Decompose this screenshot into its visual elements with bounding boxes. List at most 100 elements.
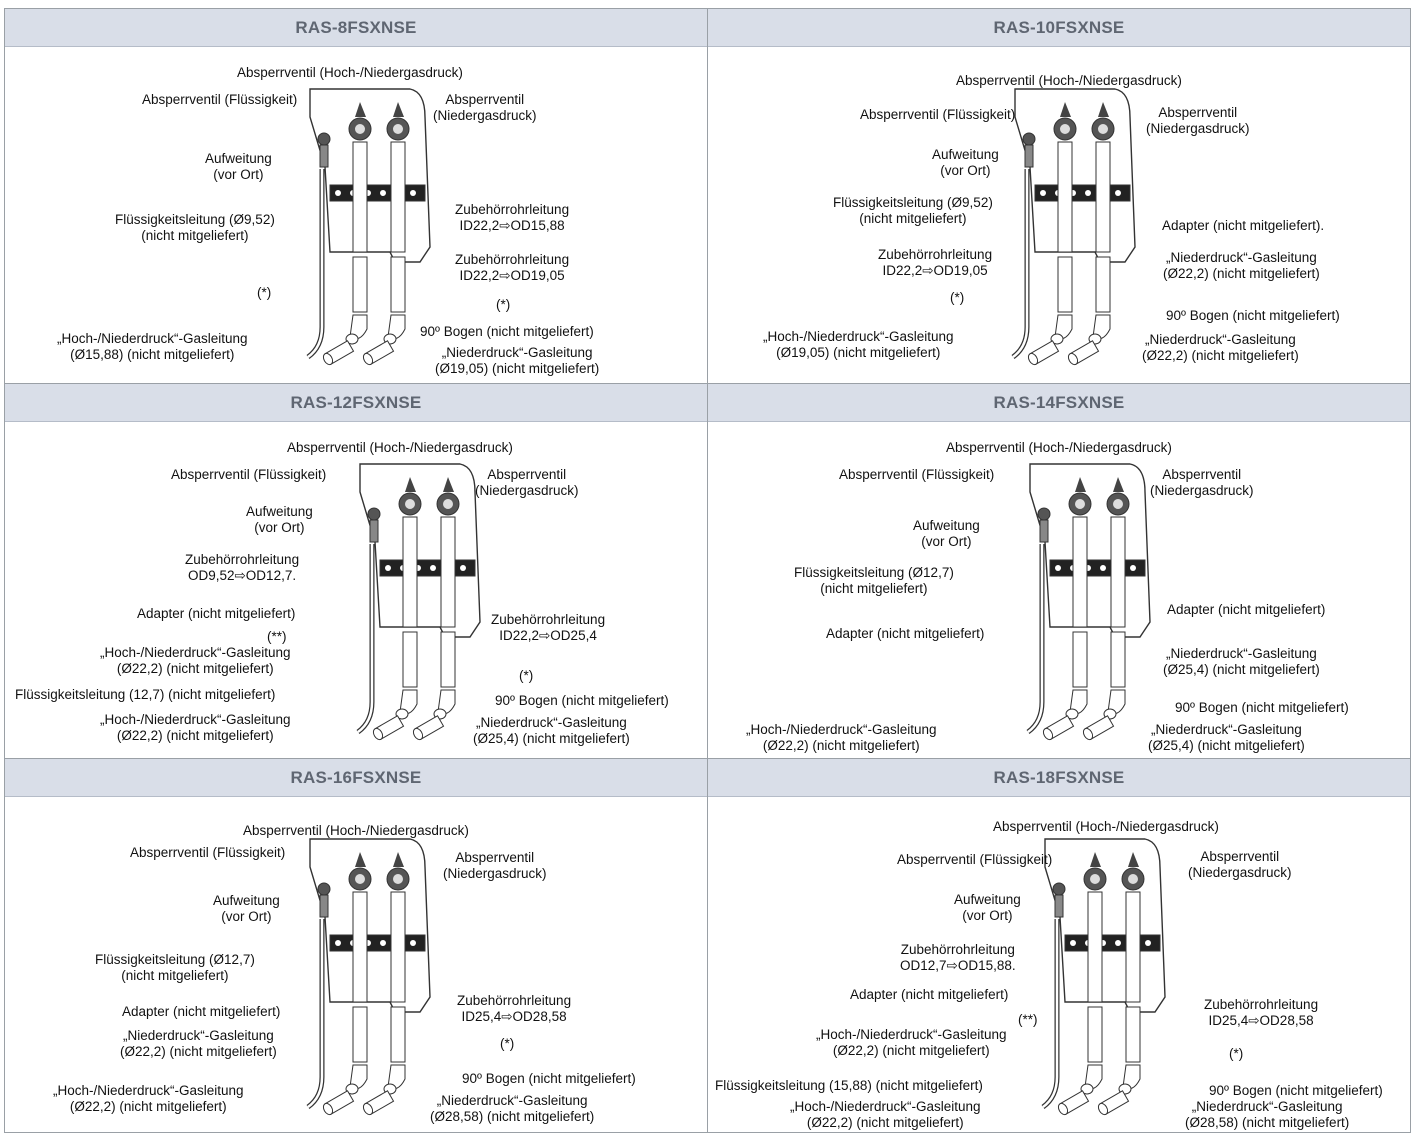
callout-label-star1: (*) (500, 1036, 515, 1051)
callout-label-valve-liq: Absperrventil (Flüssigkeit) (897, 852, 1053, 867)
callout-label-acc1: Zubehörrohrleitung ID22,2⇨OD15,88 (455, 202, 570, 233)
callout-label-liq-line: Flüssigkeitsleitung (Ø12,7) (nicht mitge… (95, 952, 255, 983)
callout-label-flare: Aufweitung (vor Ort) (932, 147, 999, 178)
callout-label-valve-lo: Absperrventil (Niedergasdruck) (1150, 467, 1254, 498)
callout-label-star2: (**) (267, 629, 287, 644)
panel-diagram: Absperrventil (Hoch-/Niedergasdruck) Absp… (708, 422, 1410, 758)
panel-diagram: Absperrventil (Hoch-/Niedergasdruck) Absp… (5, 422, 707, 758)
callout-label-acc1: Zubehörrohrleitung ID22,2⇨OD19,05 (878, 247, 993, 278)
callout-label-acc2: Zubehörrohrleitung ID22,2⇨OD19,05 (455, 252, 570, 283)
callout-label-star2: (**) (1018, 1012, 1038, 1027)
callout-label-valve-lo: Absperrventil (Niedergasdruck) (1188, 849, 1292, 880)
panel-title: RAS-16FSXNSE (5, 759, 707, 797)
panel-title: RAS-12FSXNSE (5, 384, 707, 422)
callout-label-lo-gas-top: „Niederdruck“-Gasleitung (Ø25,4) (nicht … (1163, 646, 1320, 677)
callout-label-acc-liq: Zubehörrohrleitung OD12,7⇨OD15,88. (900, 942, 1016, 973)
callout-label-lo-gas: „Niederdruck“-Gasleitung (Ø22,2) (nicht … (1142, 332, 1299, 363)
callout-label-valve-liq: Absperrventil (Flüssigkeit) (130, 845, 286, 860)
callout-label-valve-liq: Absperrventil (Flüssigkeit) (839, 467, 995, 482)
callout-label-valve-liq: Absperrventil (Flüssigkeit) (860, 107, 1016, 122)
callout-label-valve-hl: Absperrventil (Hoch-/Niedergasdruck) (993, 819, 1219, 834)
callout-label-acc-liq: Zubehörrohrleitung OD9,52⇨OD12,7. (185, 552, 300, 583)
panel-diagram: Absperrventil (Hoch-/Niedergasdruck) Absp… (5, 47, 707, 383)
panel-diagram: Absperrventil (Hoch-/Niedergasdruck) Absp… (708, 47, 1410, 383)
callout-label-flare: Aufweitung (vor Ort) (913, 518, 980, 549)
callout-label-acc1: Zubehörrohrleitung ID25,4⇨OD28,58 (457, 993, 572, 1024)
callout-label-lo-gas: „Niederdruck“-Gasleitung (Ø25,4) (nicht … (473, 715, 630, 746)
callout-label-hl-gas: „Hoch-/Niederdruck“-Gasleitung (Ø19,05) … (763, 329, 954, 360)
callout-label-flare: Aufweitung (vor Ort) (954, 892, 1021, 923)
callout-label-liq-line: Flüssigkeitsleitung (12,7) (nicht mitgel… (15, 687, 276, 702)
callout-label-valve-hl: Absperrventil (Hoch-/Niedergasdruck) (956, 73, 1182, 88)
callout-label-elbow: 90º Bogen (nicht mitgeliefert) (420, 324, 594, 339)
callout-label-elbow: 90º Bogen (nicht mitgeliefert) (1175, 700, 1349, 715)
callout-label-star1: (*) (950, 290, 965, 305)
callout-label-valve-lo: Absperrventil (Niedergasdruck) (433, 92, 537, 123)
callout-label-star2: (*) (496, 297, 511, 312)
outdoor-unit-piping-drawing (1041, 838, 1166, 1116)
callout-label-valve-lo: Absperrventil (Niedergasdruck) (1146, 105, 1250, 136)
callout-label-elbow: 90º Bogen (nicht mitgeliefert) (495, 693, 669, 708)
callout-label-lo-gas: „Niederdruck“-Gasleitung (Ø28,58) (nicht… (1185, 1099, 1350, 1130)
panel-diagram: Absperrventil (Hoch-/Niedergasdruck) Absp… (5, 797, 707, 1133)
callout-label-adapter: Adapter (nicht mitgeliefert) (850, 987, 1009, 1002)
callout-label-liq-line: Flüssigkeitsleitung (Ø9,52) (nicht mitge… (115, 212, 275, 243)
callout-label-valve-lo: Absperrventil (Niedergasdruck) (475, 467, 579, 498)
callout-label-elbow: 90º Bogen (nicht mitgeliefert) (1209, 1083, 1383, 1098)
callout-label-valve-liq: Absperrventil (Flüssigkeit) (171, 467, 327, 482)
callout-label-liq-line: Flüssigkeitsleitung (Ø12,7) (nicht mitge… (794, 565, 954, 596)
callout-label-flare: Aufweitung (vor Ort) (213, 893, 280, 924)
callout-label-hl-gas-top: „Hoch-/Niederdruck“-Gasleitung (Ø22,2) (… (100, 645, 291, 676)
callout-label-liq-line: Flüssigkeitsleitung (Ø9,52) (nicht mitge… (833, 195, 993, 226)
callout-label-valve-lo: Absperrventil (Niedergasdruck) (443, 850, 547, 881)
callout-label-adapter-l: Adapter (nicht mitgeliefert) (826, 626, 985, 641)
callout-label-flare: Aufweitung (vor Ort) (246, 504, 313, 535)
callout-label-valve-hl: Absperrventil (Hoch-/Niedergasdruck) (237, 65, 463, 80)
callout-label-elbow: 90º Bogen (nicht mitgeliefert) (1166, 308, 1340, 323)
callout-label-adapter-r: Adapter (nicht mitgeliefert) (1167, 602, 1326, 617)
panel-title: RAS-10FSXNSE (708, 9, 1410, 47)
callout-label-hl-gas: „Hoch-/Niederdruck“-Gasleitung (Ø22,2) (… (53, 1083, 244, 1114)
panel-diagram: Absperrventil (Hoch-/Niedergasdruck) Absp… (708, 797, 1410, 1133)
callout-label-lo-gas: „Niederdruck“-Gasleitung (Ø25,4) (nicht … (1148, 722, 1305, 753)
outdoor-unit-piping-drawing (356, 463, 481, 741)
callout-label-valve-liq: Absperrventil (Flüssigkeit) (142, 92, 298, 107)
panel-title: RAS-14FSXNSE (708, 384, 1410, 422)
callout-label-hl-gas: „Hoch-/Niederdruck“-Gasleitung (Ø22,2) (… (790, 1099, 981, 1130)
panel-title: RAS-18FSXNSE (708, 759, 1410, 797)
outdoor-unit-piping-drawing (306, 838, 431, 1116)
callout-label-hl-gas: „Hoch-/Niederdruck“-Gasleitung (Ø22,2) (… (100, 712, 291, 743)
outdoor-unit-piping-drawing (306, 88, 431, 366)
callout-label-acc1: Zubehörrohrleitung ID22,2⇨OD25,4 (491, 612, 606, 643)
callout-label-lo-gas: „Niederdruck“-Gasleitung (Ø19,05) (nicht… (435, 345, 600, 376)
callout-label-flare: Aufweitung (vor Ort) (205, 151, 272, 182)
outdoor-unit-piping-drawing (1011, 88, 1136, 366)
callout-label-lo-gas-top: „Niederdruck“-Gasleitung (Ø22,2) (nicht … (120, 1028, 277, 1059)
callout-label-star1: (*) (519, 668, 534, 683)
callout-label-adapter: Adapter (nicht mitgeliefert). (1162, 218, 1325, 233)
callout-label-adapter: Adapter (nicht mitgeliefert) (137, 606, 296, 621)
callout-label-hl-gas: „Hoch-/Niederdruck“-Gasleitung (Ø15,88) … (57, 331, 248, 362)
callout-label-liq-line: Flüssigkeitsleitung (15,88) (nicht mitge… (715, 1078, 983, 1093)
outdoor-unit-piping-drawing (1026, 463, 1151, 741)
callout-label-lo-gas: „Niederdruck“-Gasleitung (Ø28,58) (nicht… (430, 1093, 595, 1124)
callout-label-lo-gas-top: „Niederdruck“-Gasleitung (Ø22,2) (nicht … (1163, 250, 1320, 281)
callout-label-valve-hl: Absperrventil (Hoch-/Niedergasdruck) (243, 823, 469, 838)
callout-label-hl-gas-top: „Hoch-/Niederdruck“-Gasleitung (Ø22,2) (… (816, 1027, 1007, 1058)
panel-title: RAS-8FSXNSE (5, 9, 707, 47)
callout-label-star1: (*) (1229, 1046, 1244, 1061)
callout-label-valve-hl: Absperrventil (Hoch-/Niedergasdruck) (287, 440, 513, 455)
callout-label-acc1: Zubehörrohrleitung ID25,4⇨OD28,58 (1204, 997, 1319, 1028)
callout-label-hl-gas: „Hoch-/Niederdruck“-Gasleitung (Ø22,2) (… (746, 722, 937, 753)
callout-label-star1: (*) (257, 285, 272, 300)
callout-label-adapter: Adapter (nicht mitgeliefert) (122, 1004, 281, 1019)
callout-label-valve-hl: Absperrventil (Hoch-/Niedergasdruck) (946, 440, 1172, 455)
callout-label-elbow: 90º Bogen (nicht mitgeliefert) (462, 1071, 636, 1086)
